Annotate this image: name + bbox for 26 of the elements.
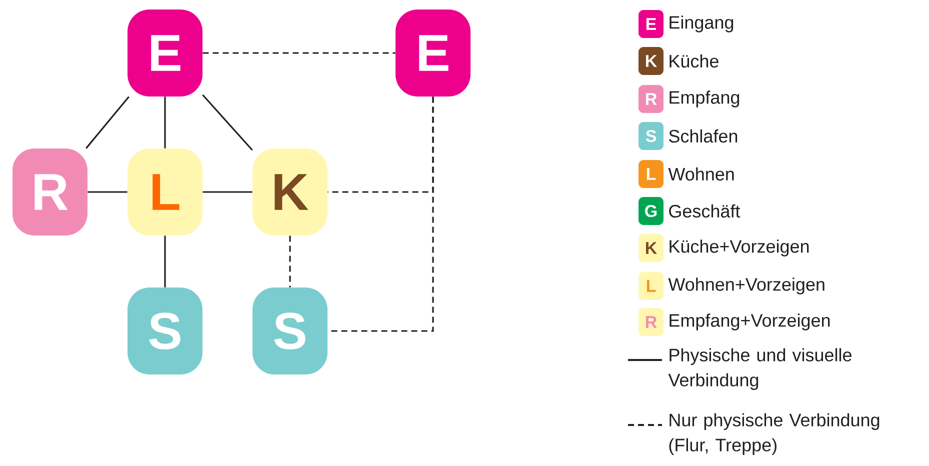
- legend-text: Küche+Vorzeigen: [670, 240, 809, 256]
- connector-line: [202, 191, 252, 193]
- entrance-box: E: [128, 10, 202, 96]
- connector-line: [202, 94, 253, 151]
- connector-line: [289, 236, 291, 288]
- legend-text: Geschäft: [669, 204, 740, 218]
- connector-line: [164, 96, 166, 148]
- legend-text: Wohnen+Vorzeigen: [668, 278, 824, 294]
- kitchen-box: K: [252, 148, 328, 236]
- legend-text: Empfang: [670, 90, 740, 108]
- bedroom-box: S: [252, 288, 328, 374]
- connector-line: [86, 96, 130, 149]
- legend-text: Empfang+Vorzeigen: [670, 314, 830, 330]
- legend-text: Wohnen: [668, 167, 734, 181]
- connector-line: [202, 52, 396, 54]
- legend-text: Physische und visuelle Verbindung: [668, 348, 852, 390]
- legend-text: Schlafen: [669, 129, 738, 143]
- connector-line: [164, 236, 166, 288]
- entrance-box: E: [396, 10, 470, 96]
- legend-text: Nur physische Verbindung (Flur, Treppe): [669, 413, 880, 455]
- living-box: L: [128, 148, 202, 236]
- legend-text: Küche: [670, 54, 718, 68]
- bedroom-box: S: [128, 288, 202, 374]
- connector-line: [88, 191, 128, 193]
- legend-text: Eingang: [670, 16, 734, 32]
- reception-box: R: [12, 148, 88, 236]
